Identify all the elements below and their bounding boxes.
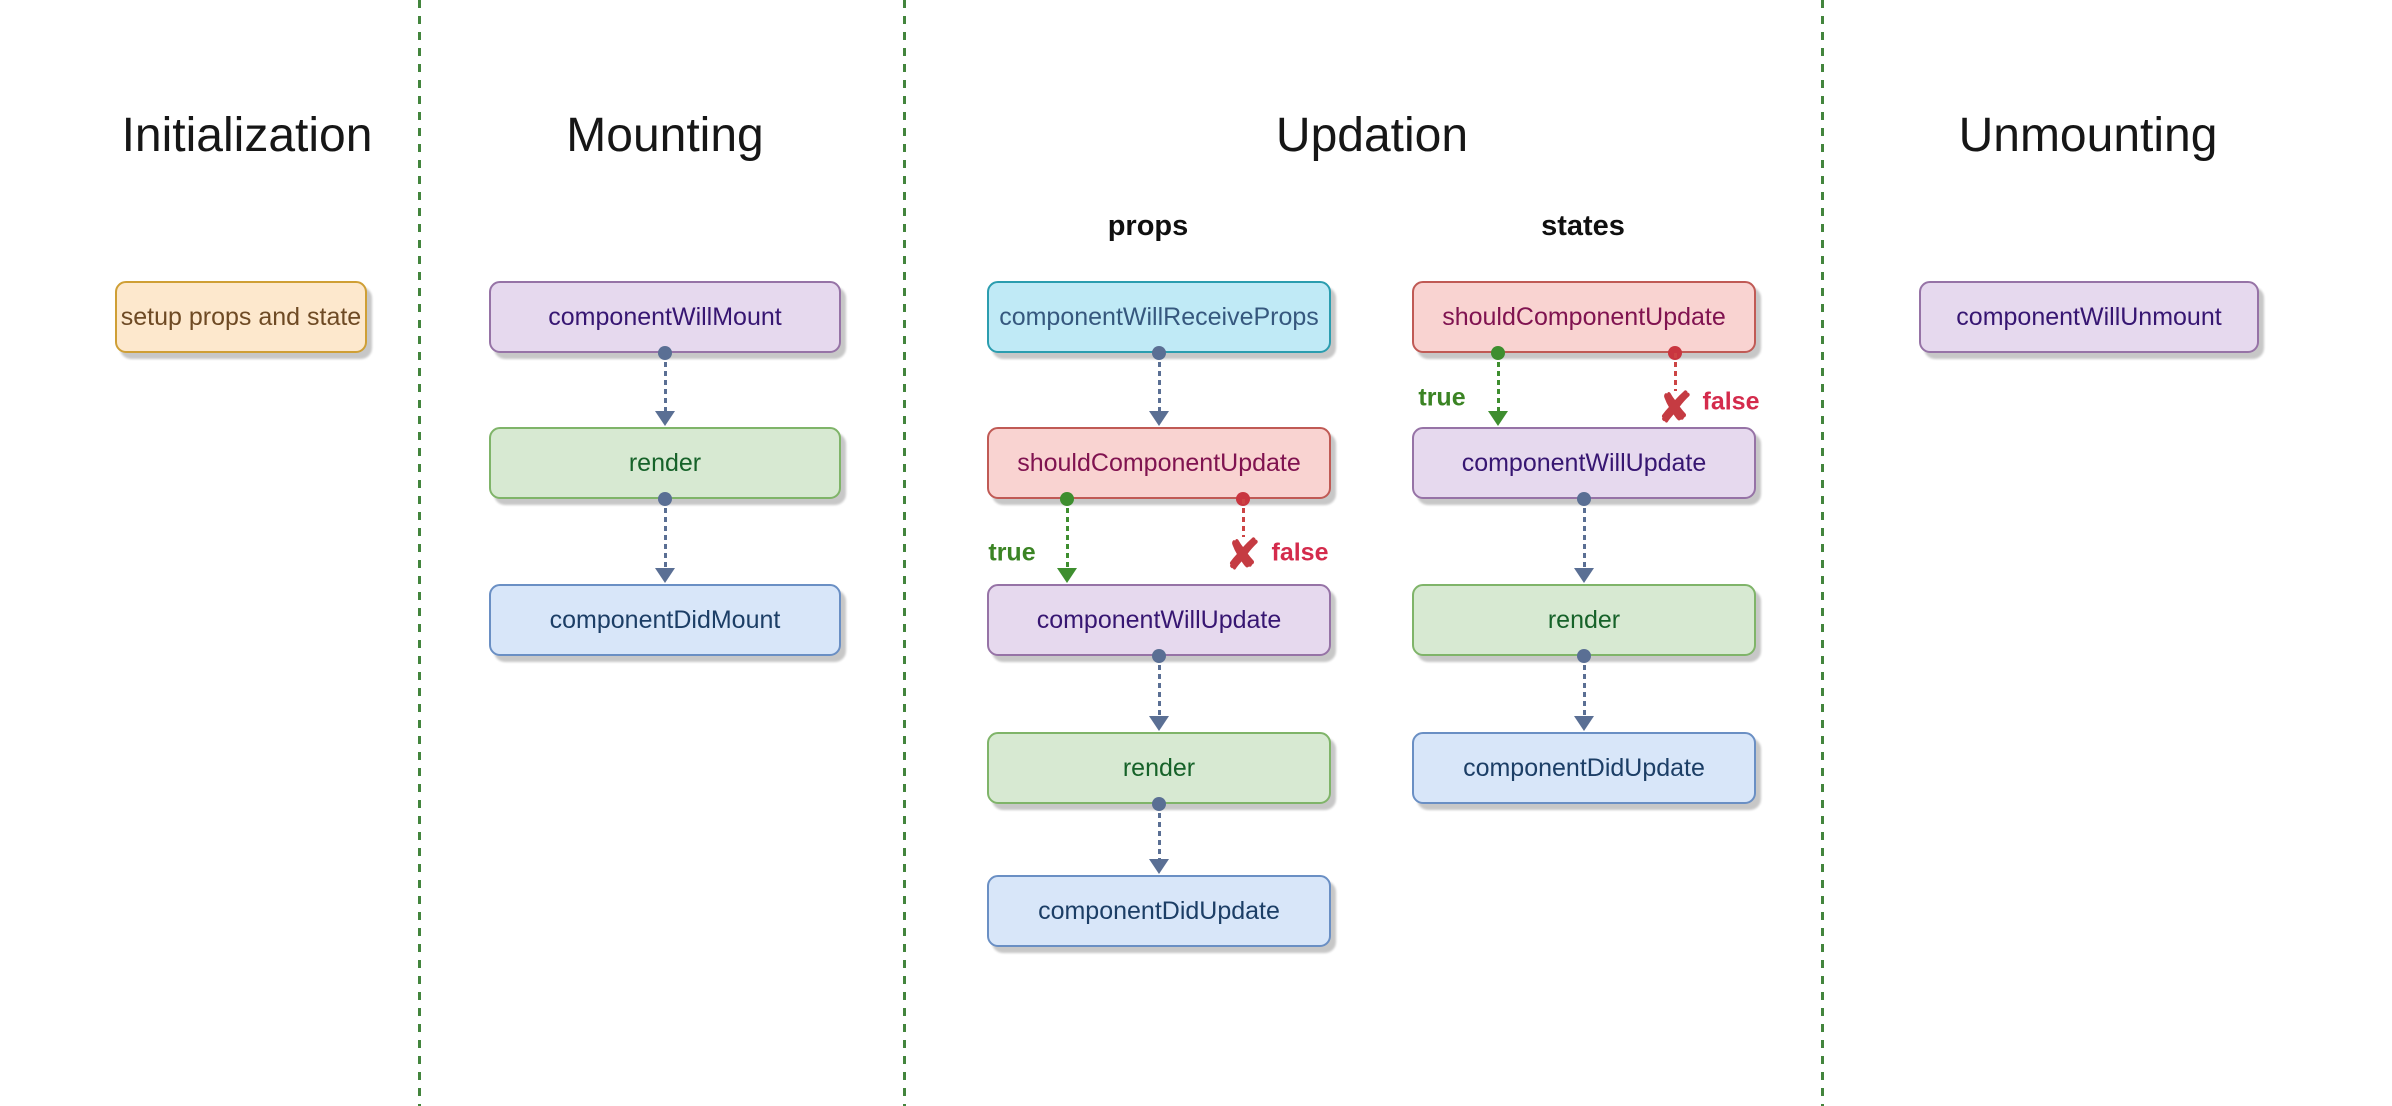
arrow-head-icon xyxy=(1057,568,1077,583)
column-header-props: props xyxy=(1107,210,1189,242)
arrow-line xyxy=(1157,656,1161,716)
arrow-line xyxy=(1582,499,1586,568)
node-component-will-receive-props: componentWillReceiveProps xyxy=(987,281,1331,353)
arrow-head-icon xyxy=(1488,411,1508,426)
node-label: render xyxy=(1122,753,1196,782)
node-label: shouldComponentUpdate xyxy=(1017,448,1301,477)
arrow-line xyxy=(1496,353,1500,411)
node-should-component-update-states: shouldComponentUpdate xyxy=(1412,281,1756,353)
node-label: componentWillUpdate xyxy=(1461,448,1707,477)
node-component-did-update-props: componentDidUpdate xyxy=(987,875,1331,947)
node-label: componentWillReceiveProps xyxy=(999,302,1319,331)
arrow-line xyxy=(1065,499,1069,568)
section-title-updation: Updation xyxy=(1275,109,1469,162)
node-component-did-update-states: componentDidUpdate xyxy=(1412,732,1756,804)
arrow-line xyxy=(1673,353,1677,391)
arrow-line xyxy=(1157,804,1161,859)
false-x-icon: ✘ xyxy=(1225,531,1261,578)
node-label: componentDidUpdate xyxy=(1463,753,1705,782)
section-divider xyxy=(1821,0,1824,1106)
node-component-will-update-states: componentWillUpdate xyxy=(1412,427,1756,499)
node-label: componentWillUpdate xyxy=(1036,605,1282,634)
arrow-line xyxy=(663,353,667,411)
arrow-head-icon xyxy=(655,568,675,583)
arrow-head-icon xyxy=(655,411,675,426)
node-component-will-update-props: componentWillUpdate xyxy=(987,584,1331,656)
node-label: render xyxy=(1547,605,1621,634)
arrow-head-icon xyxy=(1574,568,1594,583)
arrow-head-icon xyxy=(1149,716,1169,731)
section-title-initialization: Initialization xyxy=(121,109,373,162)
node-setup-props-and-state: setup props and state xyxy=(115,281,367,353)
arrow-line xyxy=(1157,353,1161,411)
node-render-mounting: render xyxy=(489,427,841,499)
node-should-component-update-props: shouldComponentUpdate xyxy=(987,427,1331,499)
false-x-icon: ✘ xyxy=(1657,384,1693,431)
node-label: componentWillUnmount xyxy=(1956,302,2222,331)
node-component-will-mount: componentWillMount xyxy=(489,281,841,353)
node-label: componentDidMount xyxy=(549,605,781,634)
column-header-states: states xyxy=(1541,210,1625,242)
arrow-head-icon xyxy=(1149,859,1169,874)
true-label: true xyxy=(988,538,1036,567)
section-title-mounting: Mounting xyxy=(566,109,764,162)
node-component-will-unmount: componentWillUnmount xyxy=(1919,281,2259,353)
arrow-head-icon xyxy=(1574,716,1594,731)
arrow-head-icon xyxy=(1149,411,1169,426)
node-label: setup props and state xyxy=(120,302,362,331)
node-render-props: render xyxy=(987,732,1331,804)
true-label: true xyxy=(1418,383,1466,412)
section-divider xyxy=(903,0,906,1106)
arrow-line xyxy=(1582,656,1586,716)
node-label: componentWillMount xyxy=(548,302,782,331)
section-divider xyxy=(418,0,421,1106)
false-label: false xyxy=(1702,387,1760,416)
arrow-line xyxy=(1241,499,1245,537)
section-title-unmounting: Unmounting xyxy=(1958,109,2218,162)
node-component-did-mount: componentDidMount xyxy=(489,584,841,656)
node-label: componentDidUpdate xyxy=(1038,896,1280,925)
node-label: shouldComponentUpdate xyxy=(1442,302,1726,331)
node-render-states: render xyxy=(1412,584,1756,656)
false-label: false xyxy=(1271,538,1329,567)
arrow-line xyxy=(663,499,667,568)
node-label: render xyxy=(628,448,702,477)
